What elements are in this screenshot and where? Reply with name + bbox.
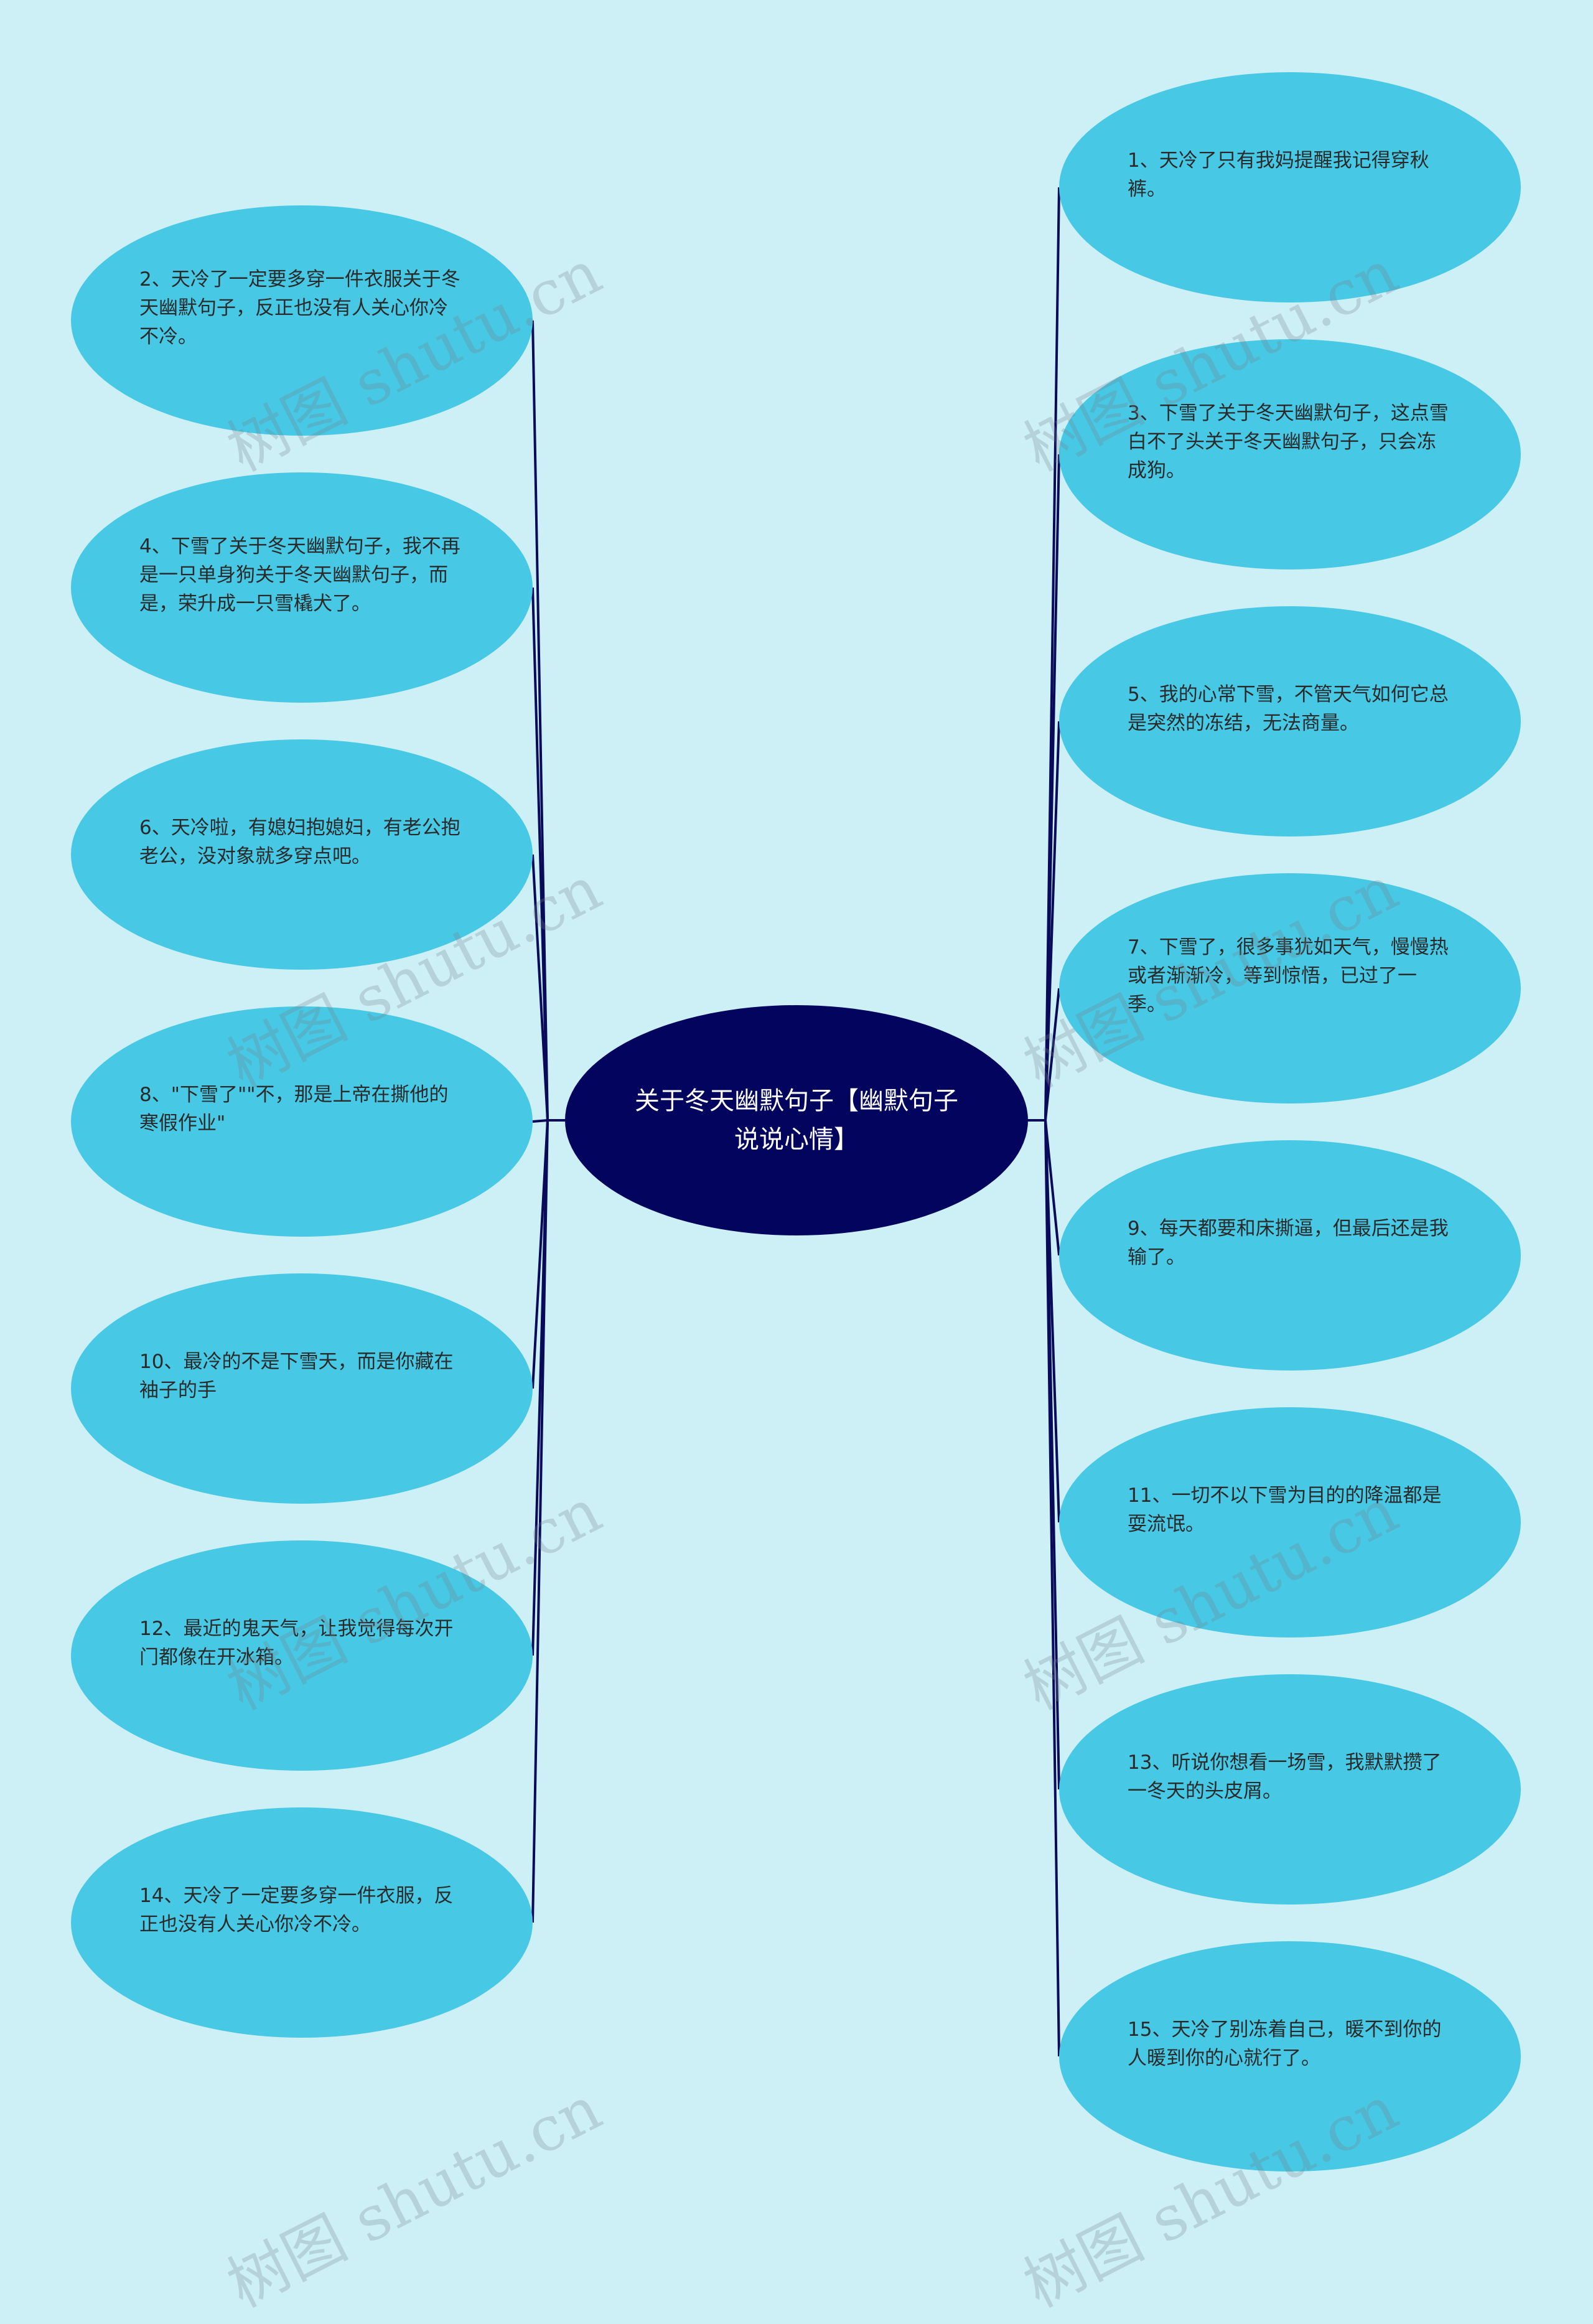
topic-node-left-4[interactable]: 8、"下雪了""不，那是上帝在撕他的寒假作业" — [71, 1006, 533, 1237]
topic-label: 7、下雪了，很多事犹如天气，慢慢热或者渐渐冷，等到惊悟，已过了一季。 — [1128, 936, 1449, 1016]
topic-node-right-4[interactable]: 7、下雪了，很多事犹如天气，慢慢热或者渐渐冷，等到惊悟，已过了一季。 — [1059, 873, 1521, 1103]
topic-label: 4、下雪了关于冬天幽默句子，我不再是一只单身狗关于冬天幽默句子，而是，荣升成一只… — [139, 535, 460, 615]
topic-node-right-2[interactable]: 3、下雪了关于冬天幽默句子，这点雪白不了头关于冬天幽默句子，只会冻成狗。 — [1059, 339, 1521, 569]
topic-node-right-6[interactable]: 11、一切不以下雪为目的的降温都是耍流氓。 — [1059, 1407, 1521, 1638]
topic-label: 13、听说你想看一场雪，我默默攒了一冬天的头皮屑。 — [1128, 1751, 1442, 1802]
connector-right-5 — [1044, 1120, 1060, 1256]
topic-label: 5、我的心常下雪，不管天气如何它总是突然的冻结，无法商量。 — [1128, 683, 1449, 734]
connector-left-2 — [531, 587, 549, 1121]
central-topic-node[interactable]: 关于冬天幽默句子【幽默句子说说心情】 — [565, 1005, 1028, 1235]
topic-node-right-3[interactable]: 5、我的心常下雪，不管天气如何它总是突然的冻结，无法商量。 — [1059, 606, 1521, 836]
topic-node-right-5[interactable]: 9、每天都要和床撕逼，但最后还是我输了。 — [1059, 1140, 1521, 1371]
topic-label: 14、天冷了一定要多穿一件衣服，反正也没有人关心你冷不冷。 — [139, 1885, 454, 1936]
topic-node-right-7[interactable]: 13、听说你想看一场雪，我默默攒了一冬天的头皮屑。 — [1059, 1674, 1521, 1905]
topic-node-right-8[interactable]: 15、天冷了别冻着自己，暖不到你的人暖到你的心就行了。 — [1059, 1941, 1521, 2172]
topic-label: 10、最冷的不是下雪天，而是你藏在袖子的手 — [139, 1351, 454, 1402]
topic-label: 15、天冷了别冻着自己，暖不到你的人暖到你的心就行了。 — [1128, 2018, 1442, 2069]
topic-label: 11、一切不以下雪为目的的降温都是耍流氓。 — [1128, 1484, 1442, 1535]
topic-node-left-3[interactable]: 6、天冷啦，有媳妇抱媳妇，有老公抱老公，没对象就多穿点吧。 — [71, 739, 533, 970]
connector-right-4 — [1044, 988, 1060, 1121]
topic-label: 6、天冷啦，有媳妇抱媳妇，有老公抱老公，没对象就多穿点吧。 — [139, 817, 460, 868]
topic-node-left-5[interactable]: 10、最冷的不是下雪天，而是你藏在袖子的手 — [71, 1273, 533, 1504]
mindmap-canvas: 关于冬天幽默句子【幽默句子说说心情】 2、天冷了一定要多穿一件衣服关于冬天幽默句… — [71, 72, 1521, 2322]
connector-right-8 — [1044, 1120, 1060, 2057]
topic-node-left-6[interactable]: 12、最近的鬼天气，让我觉得每次开门都像在开冰箱。 — [71, 1540, 533, 1771]
connector-left-1 — [531, 320, 549, 1121]
central-topic-label: 关于冬天幽默句子【幽默句子说说心情】 — [635, 1087, 958, 1154]
connector-left-4 — [532, 1119, 548, 1123]
topic-node-left-7[interactable]: 14、天冷了一定要多穿一件衣服，反正也没有人关心你冷不冷。 — [71, 1807, 533, 2038]
topic-label: 2、天冷了一定要多穿一件衣服关于冬天幽默句子，反正也没有人关心你冷不冷。 — [139, 268, 460, 348]
topic-label: 3、下雪了关于冬天幽默句子，这点雪白不了头关于冬天幽默句子，只会冻成狗。 — [1128, 402, 1449, 482]
topic-node-left-2[interactable]: 4、下雪了关于冬天幽默句子，我不再是一只单身狗关于冬天幽默句子，而是，荣升成一只… — [71, 472, 533, 703]
connector-right-3 — [1044, 721, 1060, 1121]
topic-label: 12、最近的鬼天气，让我觉得每次开门都像在开冰箱。 — [139, 1618, 454, 1669]
connector-left-3 — [531, 854, 549, 1121]
topic-label: 8、"下雪了""不，那是上帝在撕他的寒假作业" — [139, 1084, 449, 1135]
topic-node-right-1[interactable]: 1、天冷了只有我妈提醒我记得穿秋裤。 — [1059, 72, 1521, 302]
topic-label: 1、天冷了只有我妈提醒我记得穿秋裤。 — [1128, 149, 1429, 200]
connector-right-2 — [1044, 454, 1060, 1121]
topic-node-left-1[interactable]: 2、天冷了一定要多穿一件衣服关于冬天幽默句子，反正也没有人关心你冷不冷。 — [71, 205, 533, 436]
connector-left-7 — [531, 1120, 549, 1923]
topic-label: 9、每天都要和床撕逼，但最后还是我输了。 — [1128, 1217, 1449, 1268]
connector-lines — [531, 187, 1060, 2057]
